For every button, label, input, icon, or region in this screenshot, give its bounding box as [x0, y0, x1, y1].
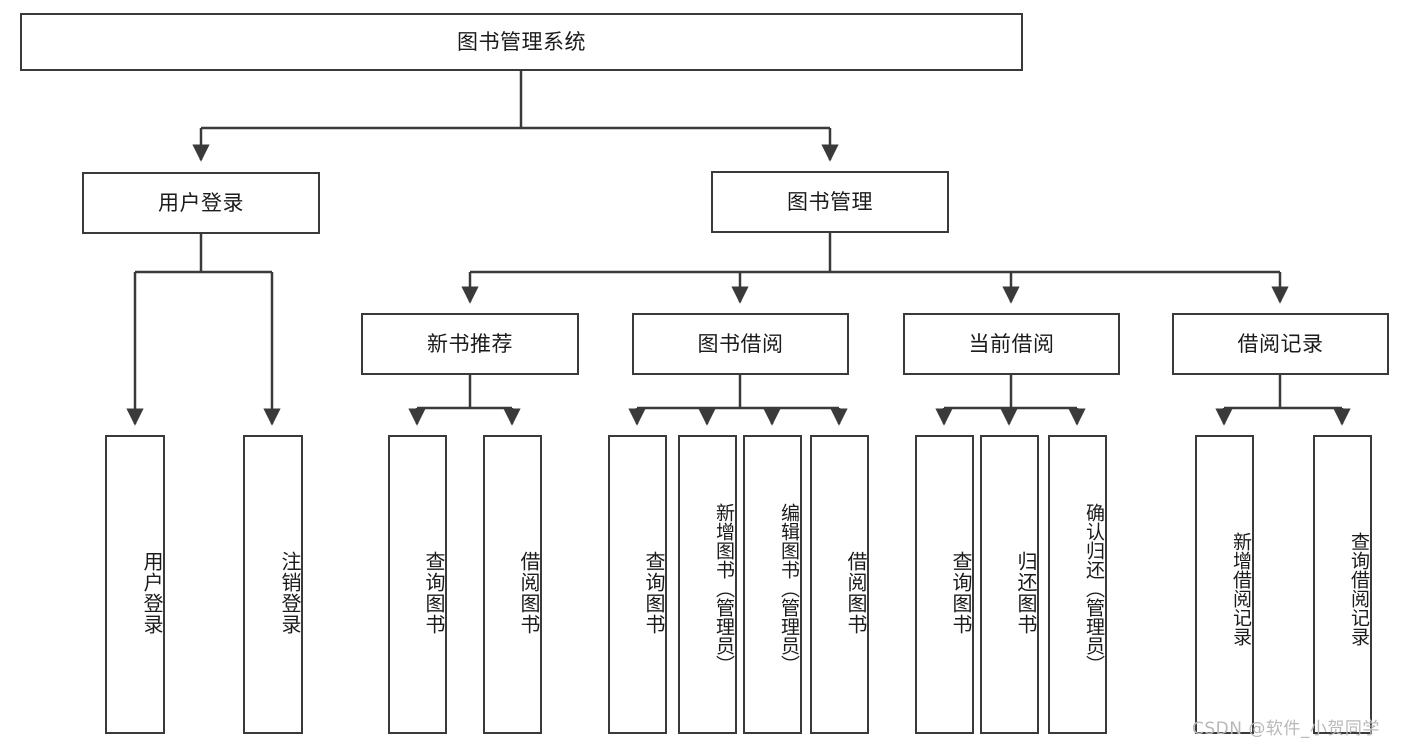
- leaf-user-login[interactable]: 用户登录: [105, 435, 165, 734]
- node-user-login[interactable]: 用户登录: [82, 172, 320, 234]
- leaf-logout[interactable]: 注销登录: [243, 435, 303, 734]
- node-root-book-management-system[interactable]: 图书管理系统: [20, 13, 1023, 71]
- leaf-query-book-recommend[interactable]: 查询图书: [388, 435, 447, 734]
- node-borrow-record[interactable]: 借阅记录: [1172, 313, 1389, 375]
- leaf-add-borrow-record[interactable]: 新增借阅记录: [1195, 435, 1254, 734]
- leaf-query-book-current[interactable]: 查询图书: [915, 435, 974, 734]
- leaf-add-book-admin[interactable]: 新增图书（管理员）: [678, 435, 737, 734]
- leaf-edit-book-admin[interactable]: 编辑图书（管理员）: [743, 435, 802, 734]
- leaf-confirm-return-admin[interactable]: 确认归还（管理员）: [1048, 435, 1107, 734]
- node-book-management[interactable]: 图书管理: [711, 171, 949, 233]
- node-current-borrow[interactable]: 当前借阅: [903, 313, 1120, 375]
- leaf-query-borrow-record[interactable]: 查询借阅记录: [1313, 435, 1372, 734]
- leaf-borrow-book[interactable]: 借阅图书: [810, 435, 869, 734]
- node-new-book-recommend[interactable]: 新书推荐: [361, 313, 579, 375]
- leaf-borrow-book-recommend[interactable]: 借阅图书: [483, 435, 542, 734]
- leaf-return-book[interactable]: 归还图书: [980, 435, 1039, 734]
- csdn-watermark: CSDN @软件_小贺同学: [1192, 719, 1380, 739]
- node-book-borrow[interactable]: 图书借阅: [632, 313, 849, 375]
- leaf-query-book-borrow[interactable]: 查询图书: [608, 435, 667, 734]
